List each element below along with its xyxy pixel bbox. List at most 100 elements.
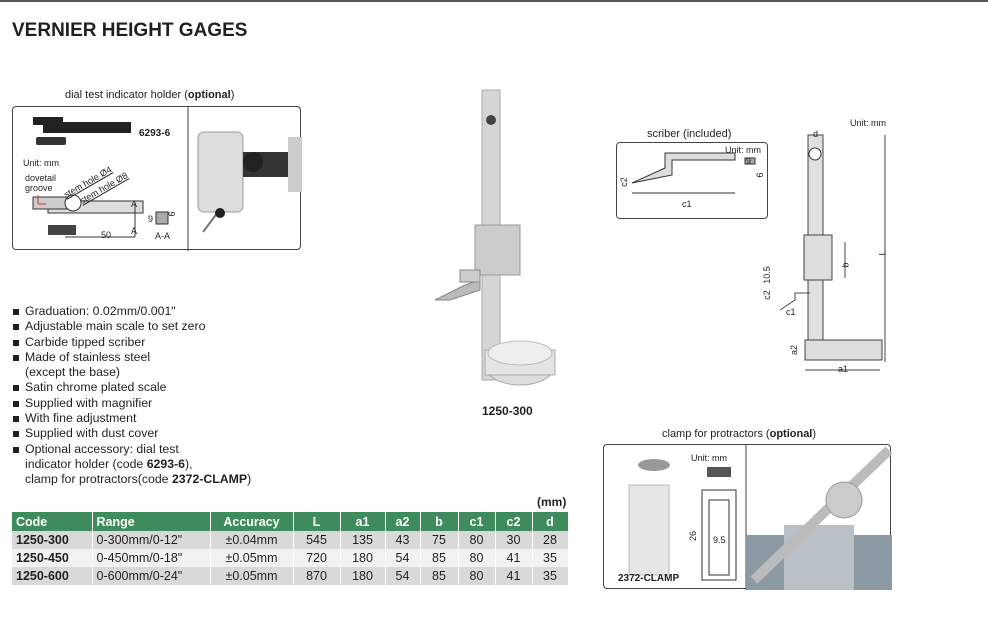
table-cell-b: 85 <box>420 549 459 567</box>
spec-table: Code Range Accuracy L a1 a2 b c1 c2 d 12… <box>12 512 569 585</box>
table-cell-range: 0-300mm/0-12" <box>92 531 211 549</box>
table-cell-d: 35 <box>532 567 569 585</box>
table-cell-accuracy: ±0.05mm <box>210 549 294 567</box>
scriber-panel: Unit: mm c2 c1 9 9 <box>616 142 768 219</box>
table-cell-a1: 180 <box>340 567 386 585</box>
holder-unit: Unit: mm <box>23 158 59 168</box>
dim-a2: a2 <box>789 344 800 356</box>
feature-item: Optional accessory: dial test <box>12 442 251 457</box>
feature-item: Graduation: 0.02mm/0.001" <box>12 304 251 319</box>
scriber-unit: Unit: mm <box>725 145 761 155</box>
page-title: VERNIER HEIGHT GAGES <box>12 20 248 41</box>
groove-label: groove <box>25 183 53 193</box>
table-cell-a1: 135 <box>340 531 386 549</box>
table-cell-code: 1250-450 <box>12 549 93 567</box>
col-accuracy: Accuracy <box>210 512 294 531</box>
col-a1: a1 <box>340 512 386 531</box>
table-unit: (mm) <box>537 495 567 509</box>
feature-item: indicator holder (code 6293-6), <box>25 456 193 471</box>
dial-holder-drawing <box>32 107 302 251</box>
table-cell-l: 545 <box>293 531 341 549</box>
dim-50: 50 <box>101 230 112 240</box>
col-c1: c1 <box>458 512 496 531</box>
product-label: 1250-300 <box>482 404 533 418</box>
scriber-c1: c1 <box>682 199 692 209</box>
holder-code: 6293-6 <box>139 128 171 139</box>
table-cell-l: 870 <box>293 567 341 585</box>
table-cell-c2: 30 <box>495 531 533 549</box>
section-a-bottom: A <box>131 226 138 236</box>
feature-item: Adjustable main scale to set zero <box>12 319 251 334</box>
col-range: Range <box>92 512 211 531</box>
clamp-panel: Unit: mm 26 9.5 2372-CLAMP <box>603 444 892 590</box>
table-cell-c1: 80 <box>458 549 496 567</box>
dim-10-5: 10.5 <box>761 266 772 284</box>
col-d: d <box>532 512 569 531</box>
dimension-diagram <box>779 134 886 371</box>
dim-9-vertical: 9 <box>166 211 177 217</box>
table-cell-accuracy: ±0.05mm <box>210 567 294 585</box>
feature-item: (except the base) <box>25 365 121 380</box>
table-cell-code: 1250-300 <box>12 531 93 549</box>
table-cell-range: 0-450mm/0-18" <box>92 549 211 567</box>
table-header-row: Code Range Accuracy L a1 a2 b c1 c2 d <box>12 512 569 531</box>
feature-item: clamp for protractors(code 2372-CLAMP) <box>25 472 252 487</box>
table-cell-code: 1250-600 <box>12 567 93 585</box>
table-cell-c2: 41 <box>495 567 533 585</box>
clamp-code: 2372-CLAMP <box>618 573 680 584</box>
dim-9-5: 9.5 <box>713 535 726 545</box>
feature-item: Supplied with dust cover <box>12 426 251 441</box>
table-cell-c1: 80 <box>458 531 496 549</box>
dim-a1: a1 <box>838 364 849 374</box>
feature-item: With fine adjustment <box>12 411 251 426</box>
table-cell-b: 75 <box>420 531 459 549</box>
table-cell-l: 720 <box>293 549 341 567</box>
scriber-caption: scriber (included) <box>647 128 732 140</box>
dim-b: b <box>840 262 851 268</box>
dovetail-label: dovetail <box>25 173 57 183</box>
table-cell-d: 35 <box>532 549 569 567</box>
table-cell-accuracy: ±0.04mm <box>210 531 294 549</box>
col-c2: c2 <box>495 512 533 531</box>
table-cell-a1: 180 <box>340 549 386 567</box>
table-cell-a2: 54 <box>385 567 421 585</box>
scriber-c2: c2 <box>618 177 629 187</box>
feature-list: Graduation: 0.02mm/0.001" Adjustable mai… <box>12 304 251 488</box>
feature-item: Made of stainless steel <box>12 350 251 365</box>
clamp-caption: clamp for protractors (optional) <box>662 428 817 440</box>
col-b: b <box>420 512 459 531</box>
scriber-drawing <box>631 152 756 194</box>
section-aa-label: A-A <box>155 231 171 241</box>
dim-d: d <box>813 129 819 139</box>
table-cell-d: 28 <box>532 531 569 549</box>
col-code: Code <box>12 512 93 531</box>
dim-c1: c1 <box>786 307 796 317</box>
dim-26: 26 <box>688 530 699 542</box>
table-cell-b: 85 <box>420 567 459 585</box>
top-rule <box>0 0 988 2</box>
col-L: L <box>293 512 341 531</box>
feature-item: Satin chrome plated scale <box>12 380 251 395</box>
dim-L: L <box>877 250 888 256</box>
clamp-unit: Unit: mm <box>691 453 727 463</box>
height-gage-photo <box>434 89 556 386</box>
feature-item: Carbide tipped scriber <box>12 335 251 350</box>
dim-9-horizontal: 9 <box>148 214 154 224</box>
diagram-unit: Unit: mm <box>850 118 886 128</box>
table-cell-a2: 43 <box>385 531 421 549</box>
section-a-top: A <box>131 199 138 209</box>
table-cell-c1: 80 <box>458 567 496 585</box>
dim-c2: c2 <box>761 290 772 300</box>
table-cell-range: 0-600mm/0-24" <box>92 567 211 585</box>
scriber-dim-9-top: 9 <box>746 156 752 166</box>
dial-holder-caption: dial test indicator holder (optional) <box>65 89 235 101</box>
table-cell-a2: 54 <box>385 549 421 567</box>
feature-item: Supplied with magnifier <box>12 396 251 411</box>
table-cell-c2: 41 <box>495 549 533 567</box>
dial-holder-panel: 6293-6 Unit: mm dovetail groove stem hol… <box>12 106 302 251</box>
clamp-drawing <box>628 445 892 590</box>
col-a2: a2 <box>385 512 421 531</box>
